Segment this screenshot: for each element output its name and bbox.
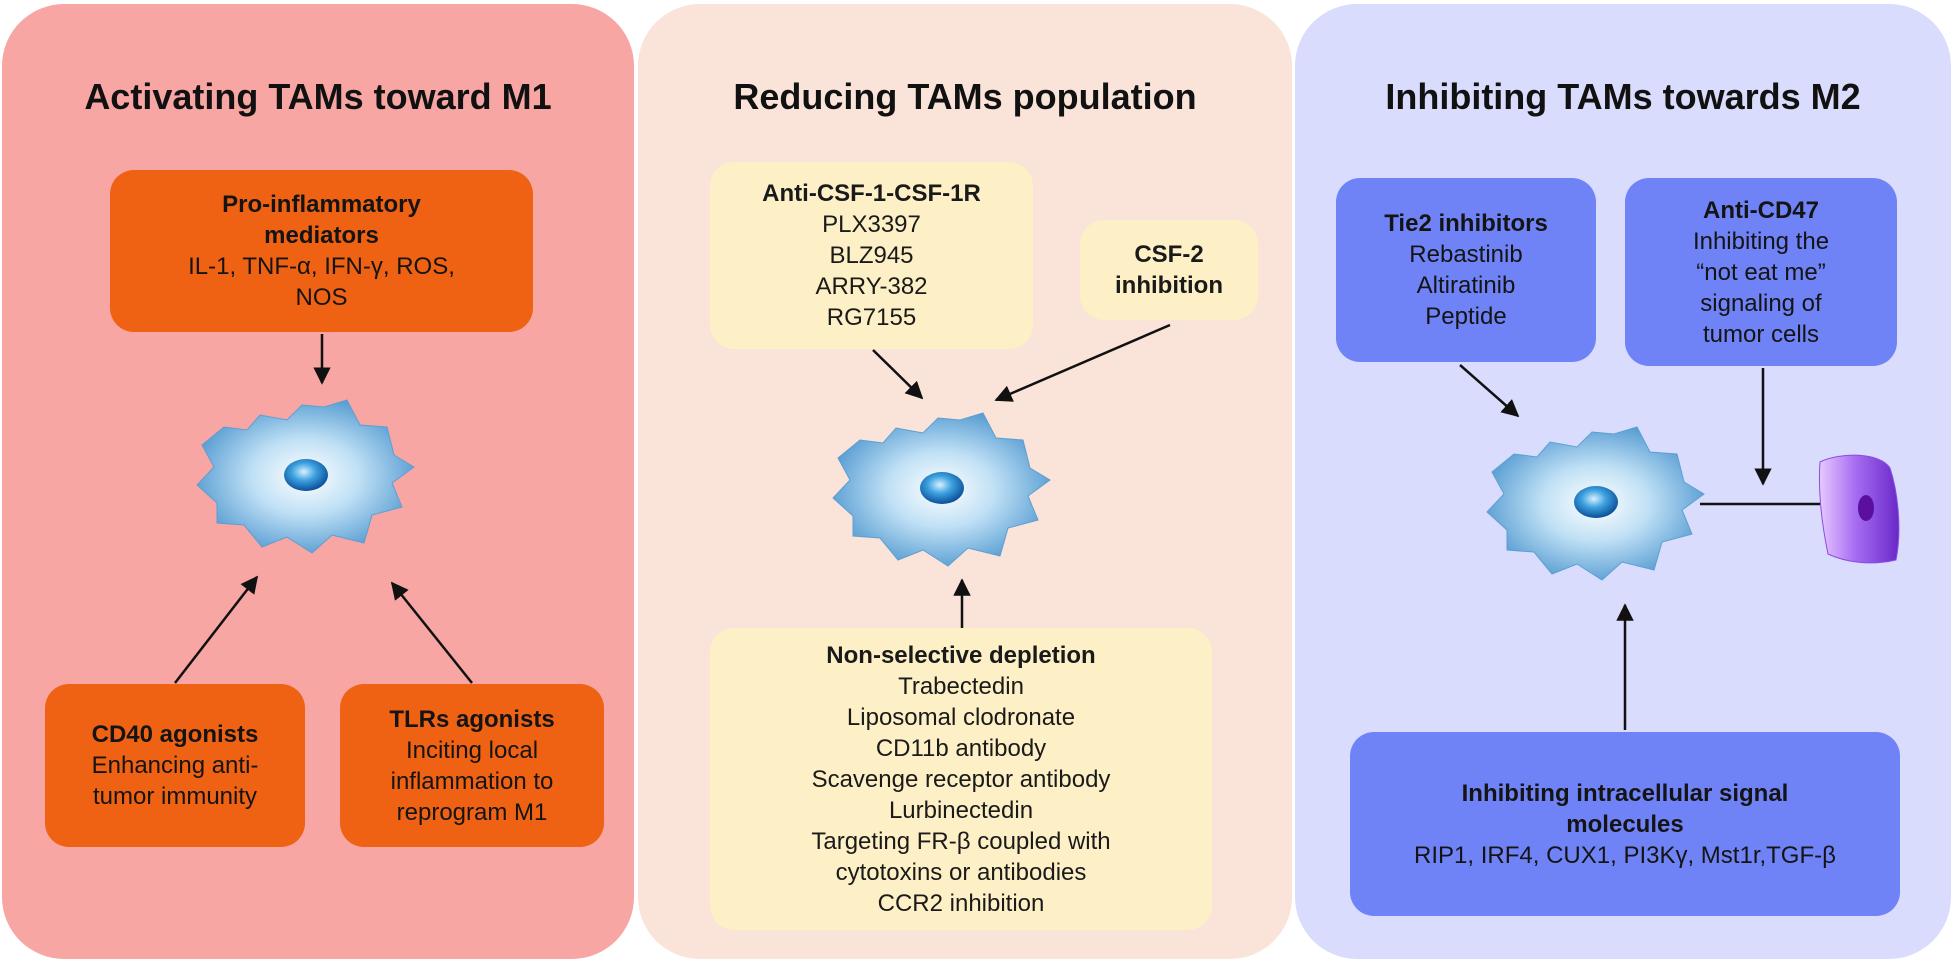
box-text: Peptide xyxy=(1425,303,1507,330)
arrow-csf1-to-cell xyxy=(872,349,924,400)
box-text: Inhibiting the xyxy=(1692,227,1830,255)
box-heading: Anti-CD47 xyxy=(1702,196,1819,224)
box-heading: inhibition xyxy=(1115,272,1223,299)
tie2-inhibitors-box: Tie2 inhibitors Rebastinib Altiratinib P… xyxy=(1336,178,1596,362)
box-text: signaling of xyxy=(1700,289,1822,317)
box-heading: Anti-CSF-1-CSF-1R xyxy=(762,180,981,207)
arrow-csf2-to-cell xyxy=(994,323,1171,402)
box-text: cytotoxins or antibodies xyxy=(835,858,1087,886)
box-text: IL-1, TNF-α, IFN-γ, ROS, xyxy=(188,253,455,280)
box-text: reprogram M1 xyxy=(396,798,548,826)
macrophage-cell xyxy=(1486,426,1705,581)
cell-nucleus xyxy=(284,459,328,491)
anti-cd47-box: Anti-CD47 Inhibiting the “not eat me” si… xyxy=(1625,178,1897,366)
box-heading: CD40 agonists xyxy=(91,721,259,748)
tlrs-agonists-box: TLRs agonists Inciting local inflammatio… xyxy=(340,684,604,847)
box-text: ARRY-382 xyxy=(815,273,928,300)
box-text: Inciting local xyxy=(405,736,539,764)
box-heading: Pro-inflammatory xyxy=(222,191,421,218)
box-text: PLX3397 xyxy=(822,211,921,238)
cell-nucleus xyxy=(920,472,964,504)
box-text: tumor cells xyxy=(1702,320,1820,348)
tumor-cell xyxy=(1818,454,1900,564)
box-text: Rebastinib xyxy=(1409,241,1523,268)
box-text: RG7155 xyxy=(826,304,917,331)
box-text: Trabectedin xyxy=(898,672,1024,700)
box-text: Lurbinectedin xyxy=(888,796,1034,824)
panel-title: Activating TAMs toward M1 xyxy=(84,76,552,117)
box-text: CCR2 inhibition xyxy=(877,889,1045,917)
box-heading: molecules xyxy=(1566,810,1684,838)
box-text: Liposomal clodronate xyxy=(846,703,1076,731)
pro-inflammatory-box: Pro-inflammatory mediators IL-1, TNF-α, … xyxy=(110,170,533,332)
box-heading: CSF-2 xyxy=(1134,241,1204,268)
box-heading: mediators xyxy=(264,222,379,249)
box-text: Altiratinib xyxy=(1416,272,1516,299)
cell-nucleus xyxy=(1574,486,1618,518)
panel-title: Reducing TAMs population xyxy=(733,76,1197,117)
box-text: Scavenge receptor antibody xyxy=(811,765,1111,793)
intracellular-signal-box: Inhibiting intracellular signal molecule… xyxy=(1350,732,1900,916)
box-text: RIP1, IRF4, CUX1, PI3Kγ, Mst1r,TGF-β xyxy=(1414,841,1836,869)
box-text: inflammation to xyxy=(390,767,554,795)
box-heading: Inhibiting intracellular signal xyxy=(1461,779,1789,807)
box-text: Targeting FR-β coupled with xyxy=(811,827,1111,855)
box-text: BLZ945 xyxy=(829,242,914,269)
macrophage-cell xyxy=(196,399,415,554)
macrophage-cell xyxy=(832,412,1051,567)
panel-title: Inhibiting TAMs towards M2 xyxy=(1385,76,1861,117)
box-heading: Tie2 inhibitors xyxy=(1384,210,1548,237)
csf2-inhibition-box: CSF-2 inhibition xyxy=(1080,220,1258,320)
box-text: “not eat me” xyxy=(1696,258,1826,286)
anti-csf1-box: Anti-CSF-1-CSF-1R PLX3397 BLZ945 ARRY-38… xyxy=(710,162,1033,349)
box-text: NOS xyxy=(295,284,348,311)
box-text: Enhancing anti- xyxy=(91,752,259,779)
box-text: CD11b antibody xyxy=(875,734,1047,762)
box-heading: TLRs agonists xyxy=(389,705,555,733)
tumor-nucleus xyxy=(1858,495,1874,521)
cd40-agonists-box: CD40 agonists Enhancing anti- tumor immu… xyxy=(45,684,305,847)
non-selective-depletion-box: Non-selective depletion Trabectedin Lipo… xyxy=(710,628,1212,930)
arrow-tlr-to-cell xyxy=(390,581,473,684)
arrow-cd40-to-cell xyxy=(174,575,259,684)
box-text: tumor immunity xyxy=(92,783,258,810)
arrow-tie2-to-cell xyxy=(1459,364,1520,418)
box-heading: Non-selective depletion xyxy=(826,641,1096,669)
